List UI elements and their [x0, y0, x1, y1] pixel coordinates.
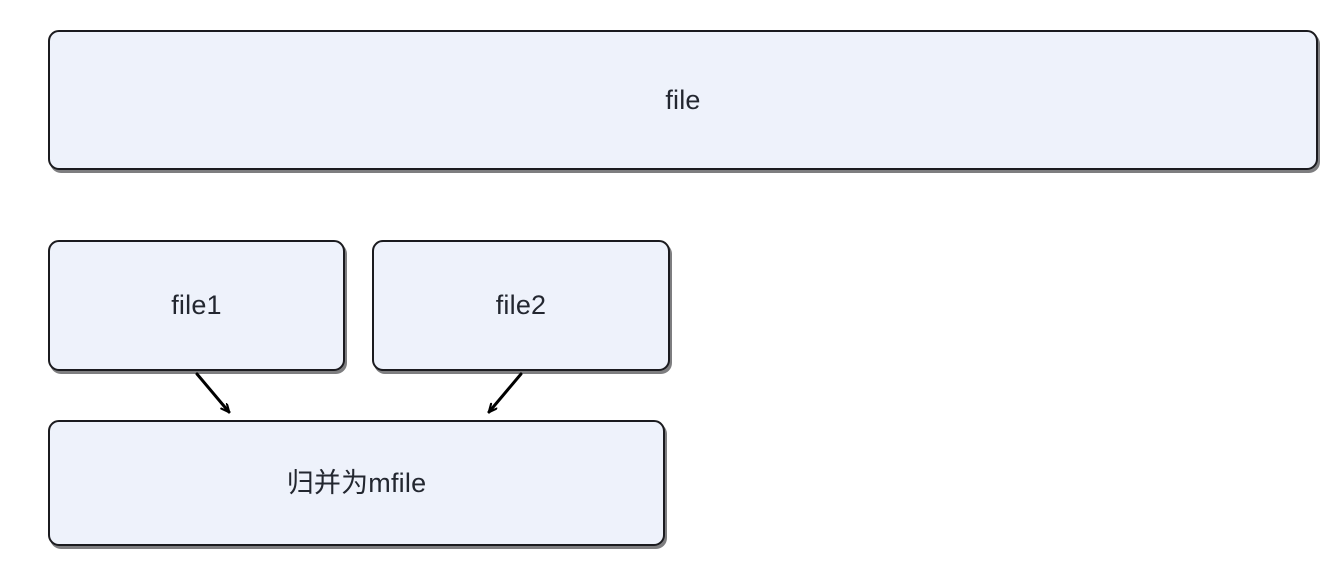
node-file2-label: file2	[495, 290, 547, 321]
edge-file2-to-merge	[487, 372, 523, 414]
edge-file1-to-merge	[195, 372, 231, 414]
node-merge-label: 归并为mfile	[286, 467, 427, 498]
node-file1[interactable]: file1	[48, 240, 345, 371]
node-file1-label: file1	[171, 290, 222, 321]
node-file2[interactable]: file2	[372, 240, 670, 371]
node-merge[interactable]: 归并为mfile	[48, 420, 665, 546]
node-file[interactable]: file	[48, 30, 1318, 170]
node-file-label: file	[665, 84, 701, 115]
